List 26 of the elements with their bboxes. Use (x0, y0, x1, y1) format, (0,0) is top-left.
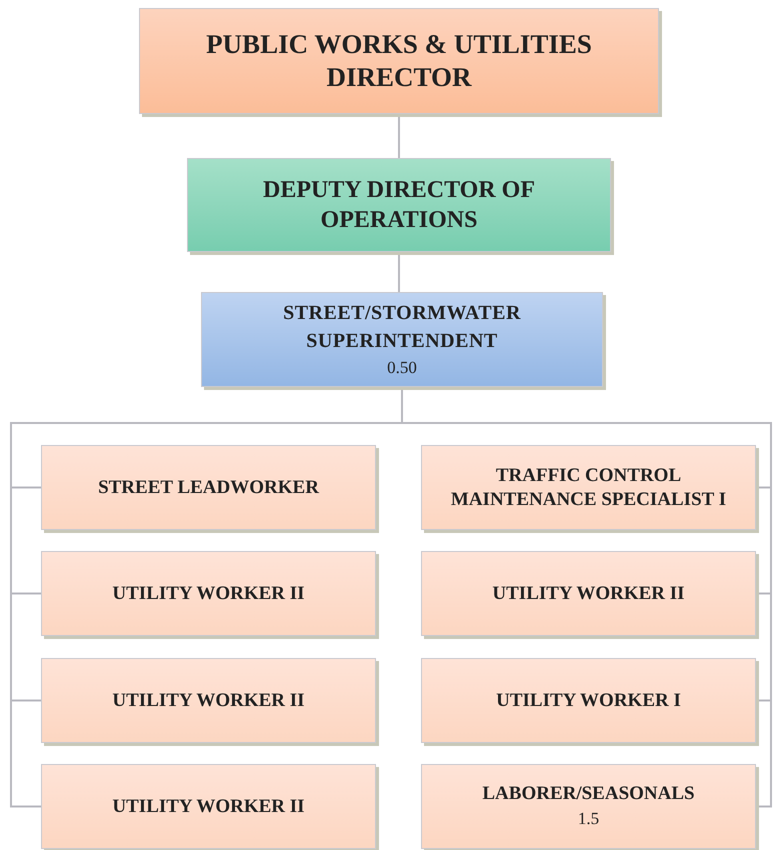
position-title: UTILITY WORKER II (492, 582, 685, 606)
position-title: TRAFFIC CONTROL MAINTENANCE SPECIALIST I (450, 464, 728, 512)
position-title: UTILITY WORKER I (496, 688, 681, 712)
connector-line (398, 252, 400, 292)
position-box (41, 764, 376, 849)
position-box (187, 158, 611, 252)
position-title: STREET LEADWORKER (98, 476, 319, 500)
position-box (41, 658, 376, 743)
position-box (201, 292, 603, 387)
position-box (421, 445, 756, 530)
position-title: UTILITY WORKER II (112, 582, 305, 606)
position-box (421, 658, 756, 743)
position-box (41, 551, 376, 636)
position-title: UTILITY WORKER II (112, 688, 305, 712)
position-box (421, 551, 756, 636)
position-box (41, 445, 376, 530)
position-box (421, 764, 756, 849)
position-title: STREET/STORMWATER SUPERINTENDENT (282, 300, 522, 354)
position-title: PUBLIC WORKS & UTILITIES DIRECTOR (205, 28, 593, 94)
position-count: 1.5 (578, 808, 600, 830)
position-title: LABORER/SEASONALS (482, 782, 695, 806)
position-title: DEPUTY DIRECTOR OF OPERATIONS (262, 176, 536, 235)
connector-line (398, 114, 400, 158)
position-count: 0.50 (387, 356, 417, 379)
position-box (139, 8, 659, 114)
position-title: UTILITY WORKER II (112, 794, 305, 818)
